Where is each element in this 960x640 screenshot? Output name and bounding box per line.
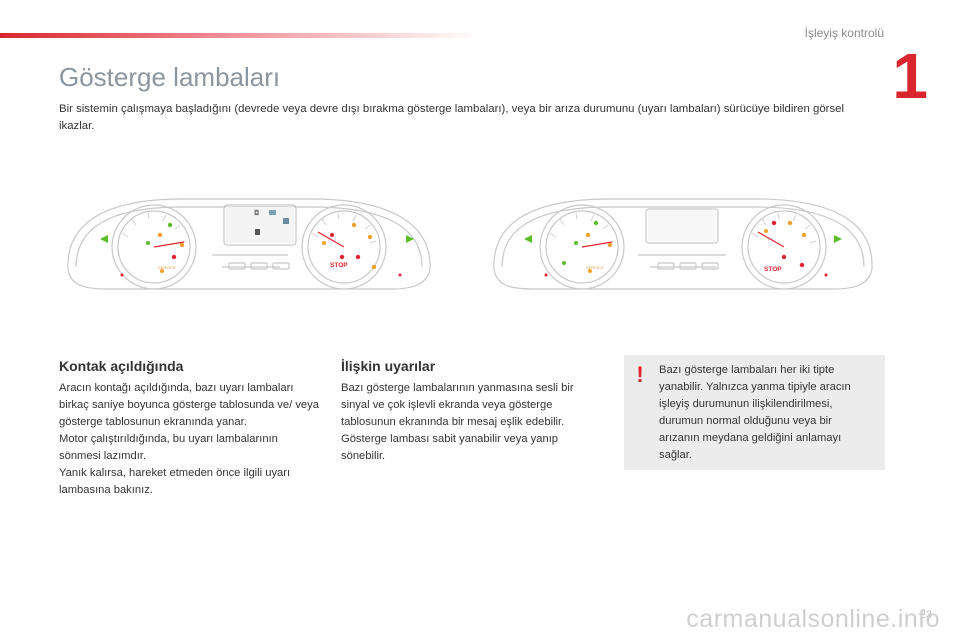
page-title: Gösterge lambaları [59,62,281,92]
service-label-1: SERVICE [158,265,176,270]
exclamation-icon: ! [636,362,644,387]
note-text: Bazı gösterge lambaları her iki tipte ya… [659,364,851,461]
stop-label-1: STOP [330,262,348,269]
intro-paragraph: Bir sistemin çalışmaya başladığını (devr… [59,103,845,132]
section-body-warnings: Bazı gösterge lambalarının yanmasına ses… [341,382,574,462]
instrument-cluster-illustration-1: ◘ STOP SERVICE [62,185,437,293]
page-number: 23 [919,609,932,621]
section-body-ignition: Aracın kontağı açıldığında, bazı uyarı l… [59,382,319,496]
svg-text:◘: ◘ [254,209,260,217]
watermark: carmanualsonline.info [686,605,940,633]
note-box [624,355,885,470]
section-title-ignition: Kontak açıldığında [59,358,184,374]
header-accent-bar [0,33,480,38]
section-header-title: İşleyiş kontrolü [804,26,884,40]
chapter-number: 1 [892,40,928,112]
section-title-warnings: İlişkin uyarılar [341,358,436,374]
stop-label-2: STOP [764,266,782,273]
instrument-cluster-illustration-2: STOP SERVICE [488,185,878,293]
service-label-2: SERVICE [586,265,604,270]
